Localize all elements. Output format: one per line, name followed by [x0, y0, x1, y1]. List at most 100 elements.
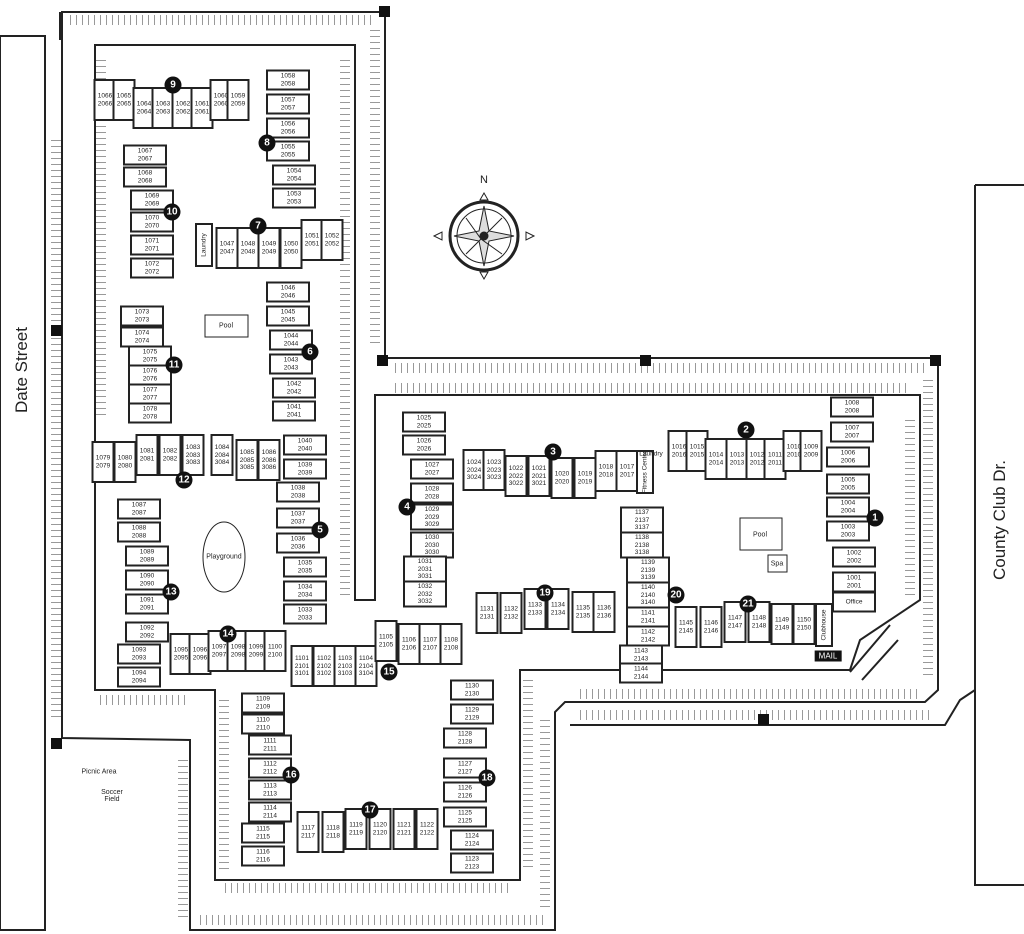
building-1-unit-outline: [832, 546, 876, 568]
building-number-badge: 16: [282, 766, 300, 784]
building-12-unit-outline: [257, 439, 281, 481]
building-number-badge: 2: [737, 421, 755, 439]
building-5-unit-outline: [276, 532, 320, 554]
building-5-unit-outline: [276, 481, 320, 503]
compass-north-label: N: [480, 174, 488, 186]
building-number-badge: 19: [536, 584, 554, 602]
building-20-unit-outline: [620, 531, 664, 559]
building-1-unit-outline: [826, 473, 870, 495]
building-19-unit-outline: [499, 592, 523, 634]
pool-west: [204, 314, 249, 338]
building-15-unit-outline: [439, 623, 463, 665]
building-12-unit-outline: [135, 434, 159, 476]
building-3-unit-outline: [504, 455, 528, 497]
central-island-boundary: [94, 44, 921, 881]
building-17-unit-outline: [415, 808, 439, 850]
building-12-unit-outline: [158, 434, 182, 476]
building-19-unit-outline: [592, 591, 616, 633]
county-club-road: [974, 184, 1024, 886]
building-5-unit-outline: [283, 434, 327, 456]
building-number-badge: 6: [301, 343, 319, 361]
building-18-unit-outline: [443, 757, 487, 779]
date-street-label: Date Street: [12, 327, 31, 413]
building-17-unit-outline: [321, 811, 345, 853]
building-18-unit-outline: [450, 703, 494, 725]
building-6-unit-outline: [272, 377, 316, 399]
building-2-unit-outline: [799, 430, 823, 472]
building-4-unit-outline: [410, 458, 454, 480]
building-number-badge: 18: [478, 769, 496, 787]
building-12-unit-outline: [210, 434, 234, 476]
building-number-badge: 21: [739, 595, 757, 613]
building-6-unit-outline: [266, 305, 310, 327]
building-8-unit-outline: [266, 93, 310, 115]
building-17-unit-outline: [344, 808, 368, 850]
building-4-unit-outline: [410, 482, 454, 504]
south-east-lot: [570, 689, 976, 726]
building-21-unit-outline: [815, 603, 833, 647]
building-8-unit-outline: [266, 117, 310, 139]
building-number-badge: 10: [163, 203, 181, 221]
building-16-unit-outline: [241, 692, 285, 714]
building-10-unit-outline: [123, 166, 167, 188]
building-number-badge: 4: [398, 498, 416, 516]
playground-area: [202, 521, 246, 593]
amenity-label: Office: [845, 598, 863, 606]
building-15-unit-outline: [374, 620, 398, 662]
building-number-badge: 15: [380, 663, 398, 681]
